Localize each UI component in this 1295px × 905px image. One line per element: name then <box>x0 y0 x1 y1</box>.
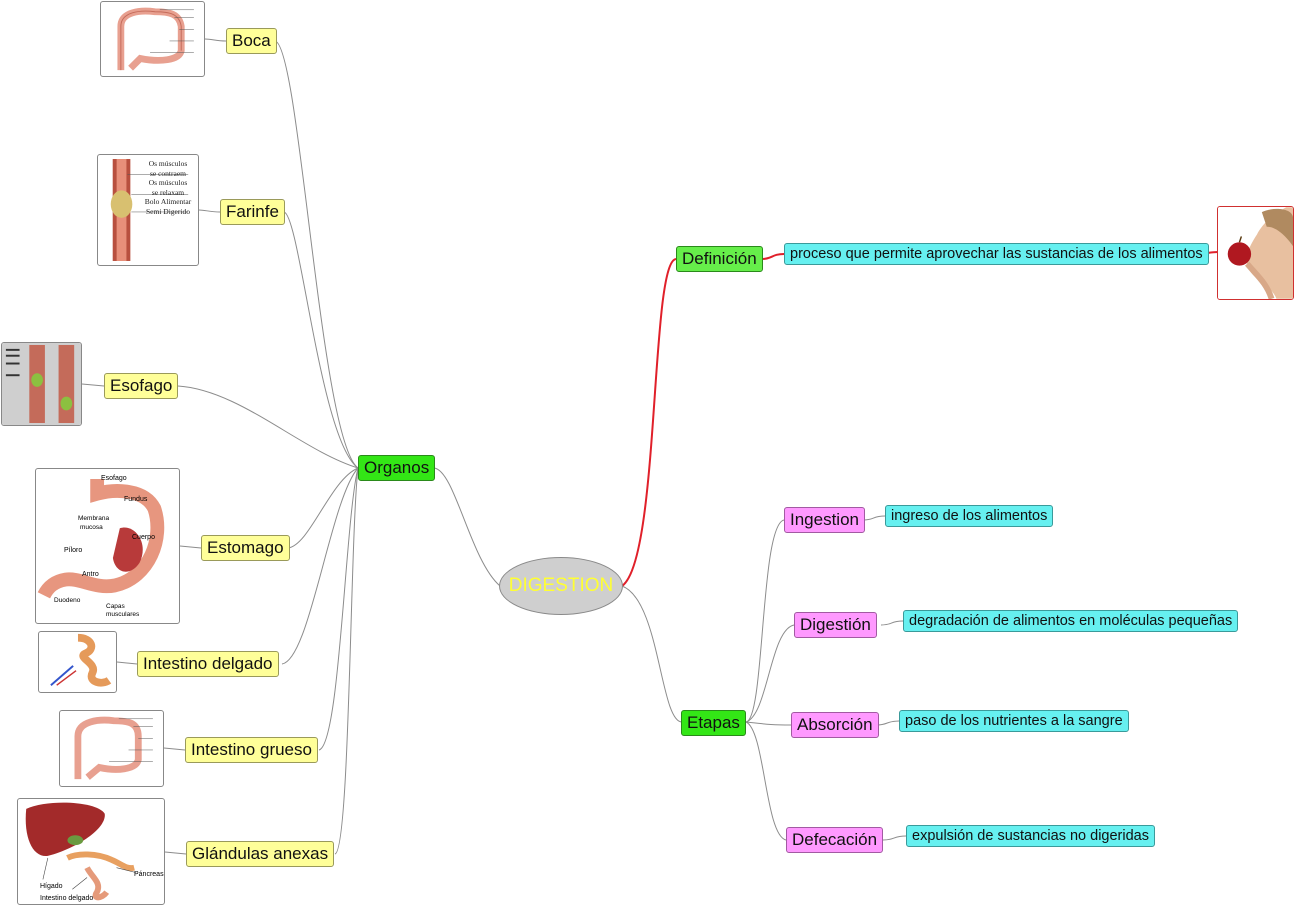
stage-digestion[interactable]: Digestión <box>794 612 877 638</box>
liver-caption: Intestino delgado <box>40 895 94 902</box>
stomach-caption: Esofago <box>101 475 127 482</box>
organ-esofago[interactable]: Esofago <box>104 373 179 399</box>
pharynx-caption: Os músculos <box>148 159 188 168</box>
pharynx-caption: se contraem <box>149 168 187 178</box>
organ-label: Intestino grueso <box>191 740 312 759</box>
stage-description[interactable]: expulsión de sustancias no digeridas <box>906 825 1155 847</box>
definicion-text-label: proceso que permite aprovechar las susta… <box>790 246 1203 262</box>
small-intestine-icon[interactable] <box>38 631 117 693</box>
etapas-label: Etapas <box>687 713 740 732</box>
stage-label: Defecación <box>792 830 878 849</box>
stage-ingestion[interactable]: Ingestion <box>784 507 865 533</box>
stomach-caption: musculares <box>106 611 140 618</box>
pharynx-caption: Os músculos <box>148 178 188 187</box>
stage-description[interactable]: paso de los nutrientes a la sangre <box>899 710 1129 732</box>
colon-diagram-icon[interactable] <box>59 710 164 787</box>
stage-absorcion[interactable]: Absorción <box>791 712 879 738</box>
stomach-caption: Duodeno <box>54 597 81 604</box>
definicion-text[interactable]: proceso que permite aprovechar las susta… <box>784 243 1209 265</box>
organ-label: Boca <box>232 31 271 50</box>
stage-description-label: degradación de alimentos en moléculas pe… <box>909 613 1233 629</box>
stomach-caption: Antro <box>82 571 99 578</box>
pharynx-caption: Bolo Alimentar <box>144 197 192 206</box>
stomach-caption: mucosa <box>80 524 103 531</box>
stomach-caption: Capas <box>106 603 125 610</box>
stage-description-label: paso de los nutrientes a la sangre <box>905 713 1123 729</box>
stomach-caption: Fundus <box>124 496 148 503</box>
organ-farinfe[interactable]: Farinfe <box>220 199 285 225</box>
pharynx-caption: Semi Digerido <box>146 206 190 216</box>
definicion-node[interactable]: Definición <box>676 246 763 272</box>
central-topic-label: DIGESTION <box>508 575 614 596</box>
organ-intestino-grueso[interactable]: Intestino grueso <box>185 737 318 763</box>
stage-description[interactable]: degradación de alimentos en moléculas pe… <box>903 610 1239 632</box>
stage-description-label: expulsión de sustancias no digeridas <box>912 828 1149 844</box>
organ-glandulas-anexas[interactable]: Glándulas anexas <box>186 841 335 867</box>
organ-intestino-delgado[interactable]: Intestino delgado <box>137 651 279 677</box>
stage-label: Absorción <box>797 715 873 734</box>
liver-caption: Hígado <box>40 883 63 890</box>
stomach-caption: Membrana <box>78 515 110 522</box>
organos-node[interactable]: Organos <box>358 455 436 481</box>
pharynx-caption: se relaxam <box>151 187 185 197</box>
organ-label: Esofago <box>110 376 173 395</box>
stage-description-label: ingreso de los alimentos <box>891 508 1048 524</box>
woman-eating-apple-icon[interactable] <box>1217 206 1294 300</box>
stomach-caption: Cuerpo <box>132 534 155 541</box>
stomach-caption: Píloro <box>64 547 83 554</box>
organ-label: Estomago <box>207 538 284 557</box>
stage-label: Digestión <box>800 615 871 634</box>
stage-defecacion[interactable]: Defecación <box>786 827 884 853</box>
etapas-node[interactable]: Etapas <box>681 710 746 736</box>
pharynx-diagram-icon[interactable]: Os músculos se contraem Os músculos se r… <box>97 154 199 266</box>
organ-estomago[interactable]: Estomago <box>201 535 290 561</box>
central-topic[interactable]: DIGESTION <box>499 557 623 615</box>
organ-boca[interactable]: Boca <box>226 28 277 54</box>
stage-label: Ingestion <box>790 510 859 529</box>
organos-label: Organos <box>364 458 430 477</box>
liver-pancreas-icon[interactable]: Páncreas Hígado Intestino delgado <box>17 798 165 905</box>
organ-label: Intestino delgado <box>143 654 273 673</box>
definicion-label: Definición <box>682 249 757 268</box>
liver-caption: Páncreas <box>134 871 164 878</box>
stage-description[interactable]: ingreso de los alimentos <box>885 505 1054 527</box>
organ-label: Farinfe <box>226 202 279 221</box>
stomach-diagram-icon[interactable]: Esofago Fundus Membrana mucosa Cuerpo Pí… <box>35 468 180 624</box>
colon-diagram-icon[interactable] <box>100 1 205 77</box>
organ-label: Glándulas anexas <box>192 844 329 863</box>
esophagus-diagram-icon[interactable] <box>1 342 82 426</box>
